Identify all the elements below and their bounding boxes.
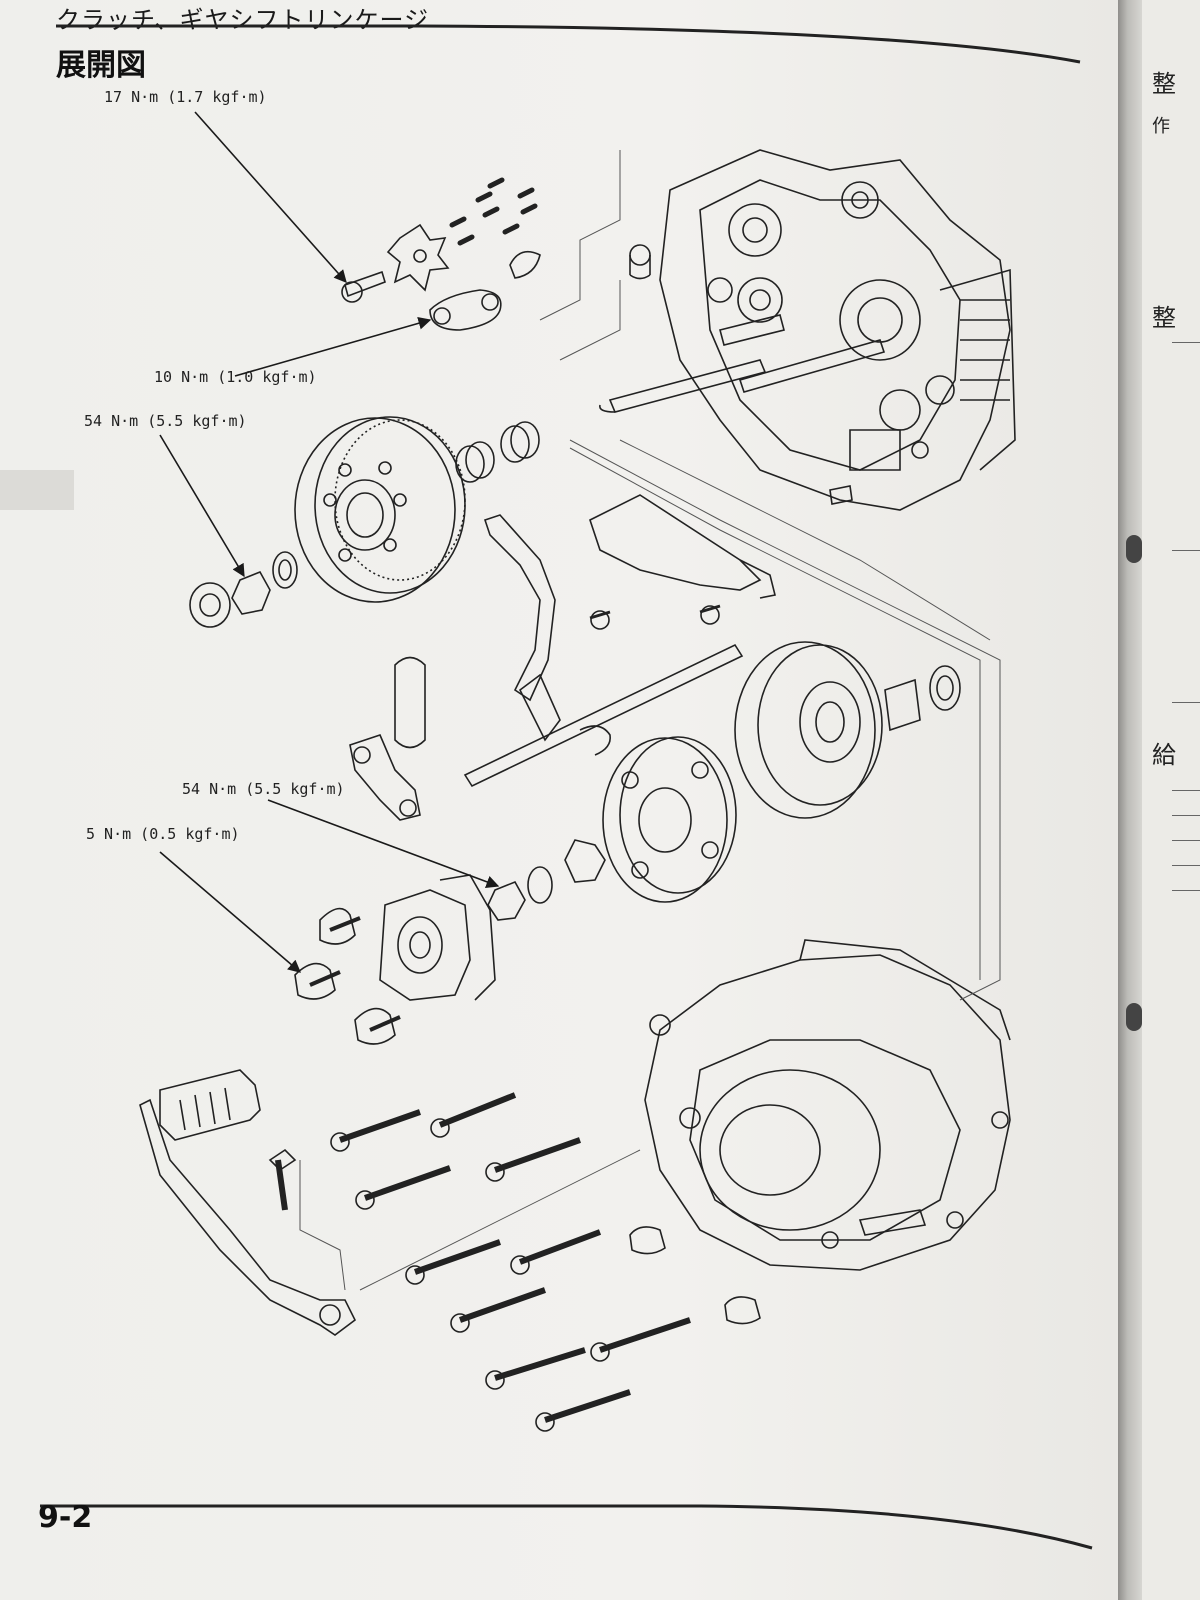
cover-bolts-illustration bbox=[330, 1092, 761, 1432]
binder-hole bbox=[1126, 535, 1142, 563]
shift-drum-parts bbox=[341, 177, 541, 331]
crankcase-illustration bbox=[599, 149, 1016, 511]
torque-label-shift-drum-bolt: 17 N·m (1.7 kgf·m) bbox=[104, 88, 267, 106]
facing-page-fragment: 給 bbox=[1152, 741, 1176, 769]
manual-page bbox=[0, 0, 1120, 1600]
torque-label-clutch-drum-nut: 54 N·m (5.5 kgf·m) bbox=[182, 780, 345, 798]
shift-arm-illustration bbox=[349, 494, 776, 821]
page-number: 9-2 bbox=[38, 1500, 93, 1535]
facing-page-fragment: 作 bbox=[1152, 116, 1170, 137]
clutch-outer-illustration bbox=[189, 416, 540, 628]
torque-label-cam-plate-bolt: 5 N·m (0.5 kgf·m) bbox=[86, 825, 240, 843]
facing-page-fragment: 整 bbox=[1152, 70, 1176, 98]
chapter-tab bbox=[0, 470, 74, 510]
torque-label-clutch-lock-nut: 54 N·m (5.5 kgf·m) bbox=[84, 412, 247, 430]
binder-hole bbox=[1126, 1003, 1142, 1031]
exploded-diagram bbox=[40, 24, 1093, 1550]
facing-page-edge: 整 作 整 給 bbox=[1142, 0, 1200, 1600]
section-title: クラッチ、ギヤシフトリンケージ bbox=[56, 6, 430, 34]
cam-plate-illustration bbox=[294, 874, 496, 1045]
chapter-title: 展開図 bbox=[56, 48, 146, 83]
facing-page-fragment: 整 bbox=[1152, 304, 1176, 332]
binding-gutter bbox=[1118, 0, 1142, 1600]
clutch-weight-illustration bbox=[487, 736, 737, 921]
kick-pedal-illustration bbox=[139, 1069, 357, 1336]
clutch-drum-illustration bbox=[734, 641, 961, 819]
torque-label-stopper-arm-bolt: 10 N·m (1.0 kgf·m) bbox=[154, 368, 317, 386]
crankcase-cover-illustration bbox=[644, 939, 1011, 1271]
